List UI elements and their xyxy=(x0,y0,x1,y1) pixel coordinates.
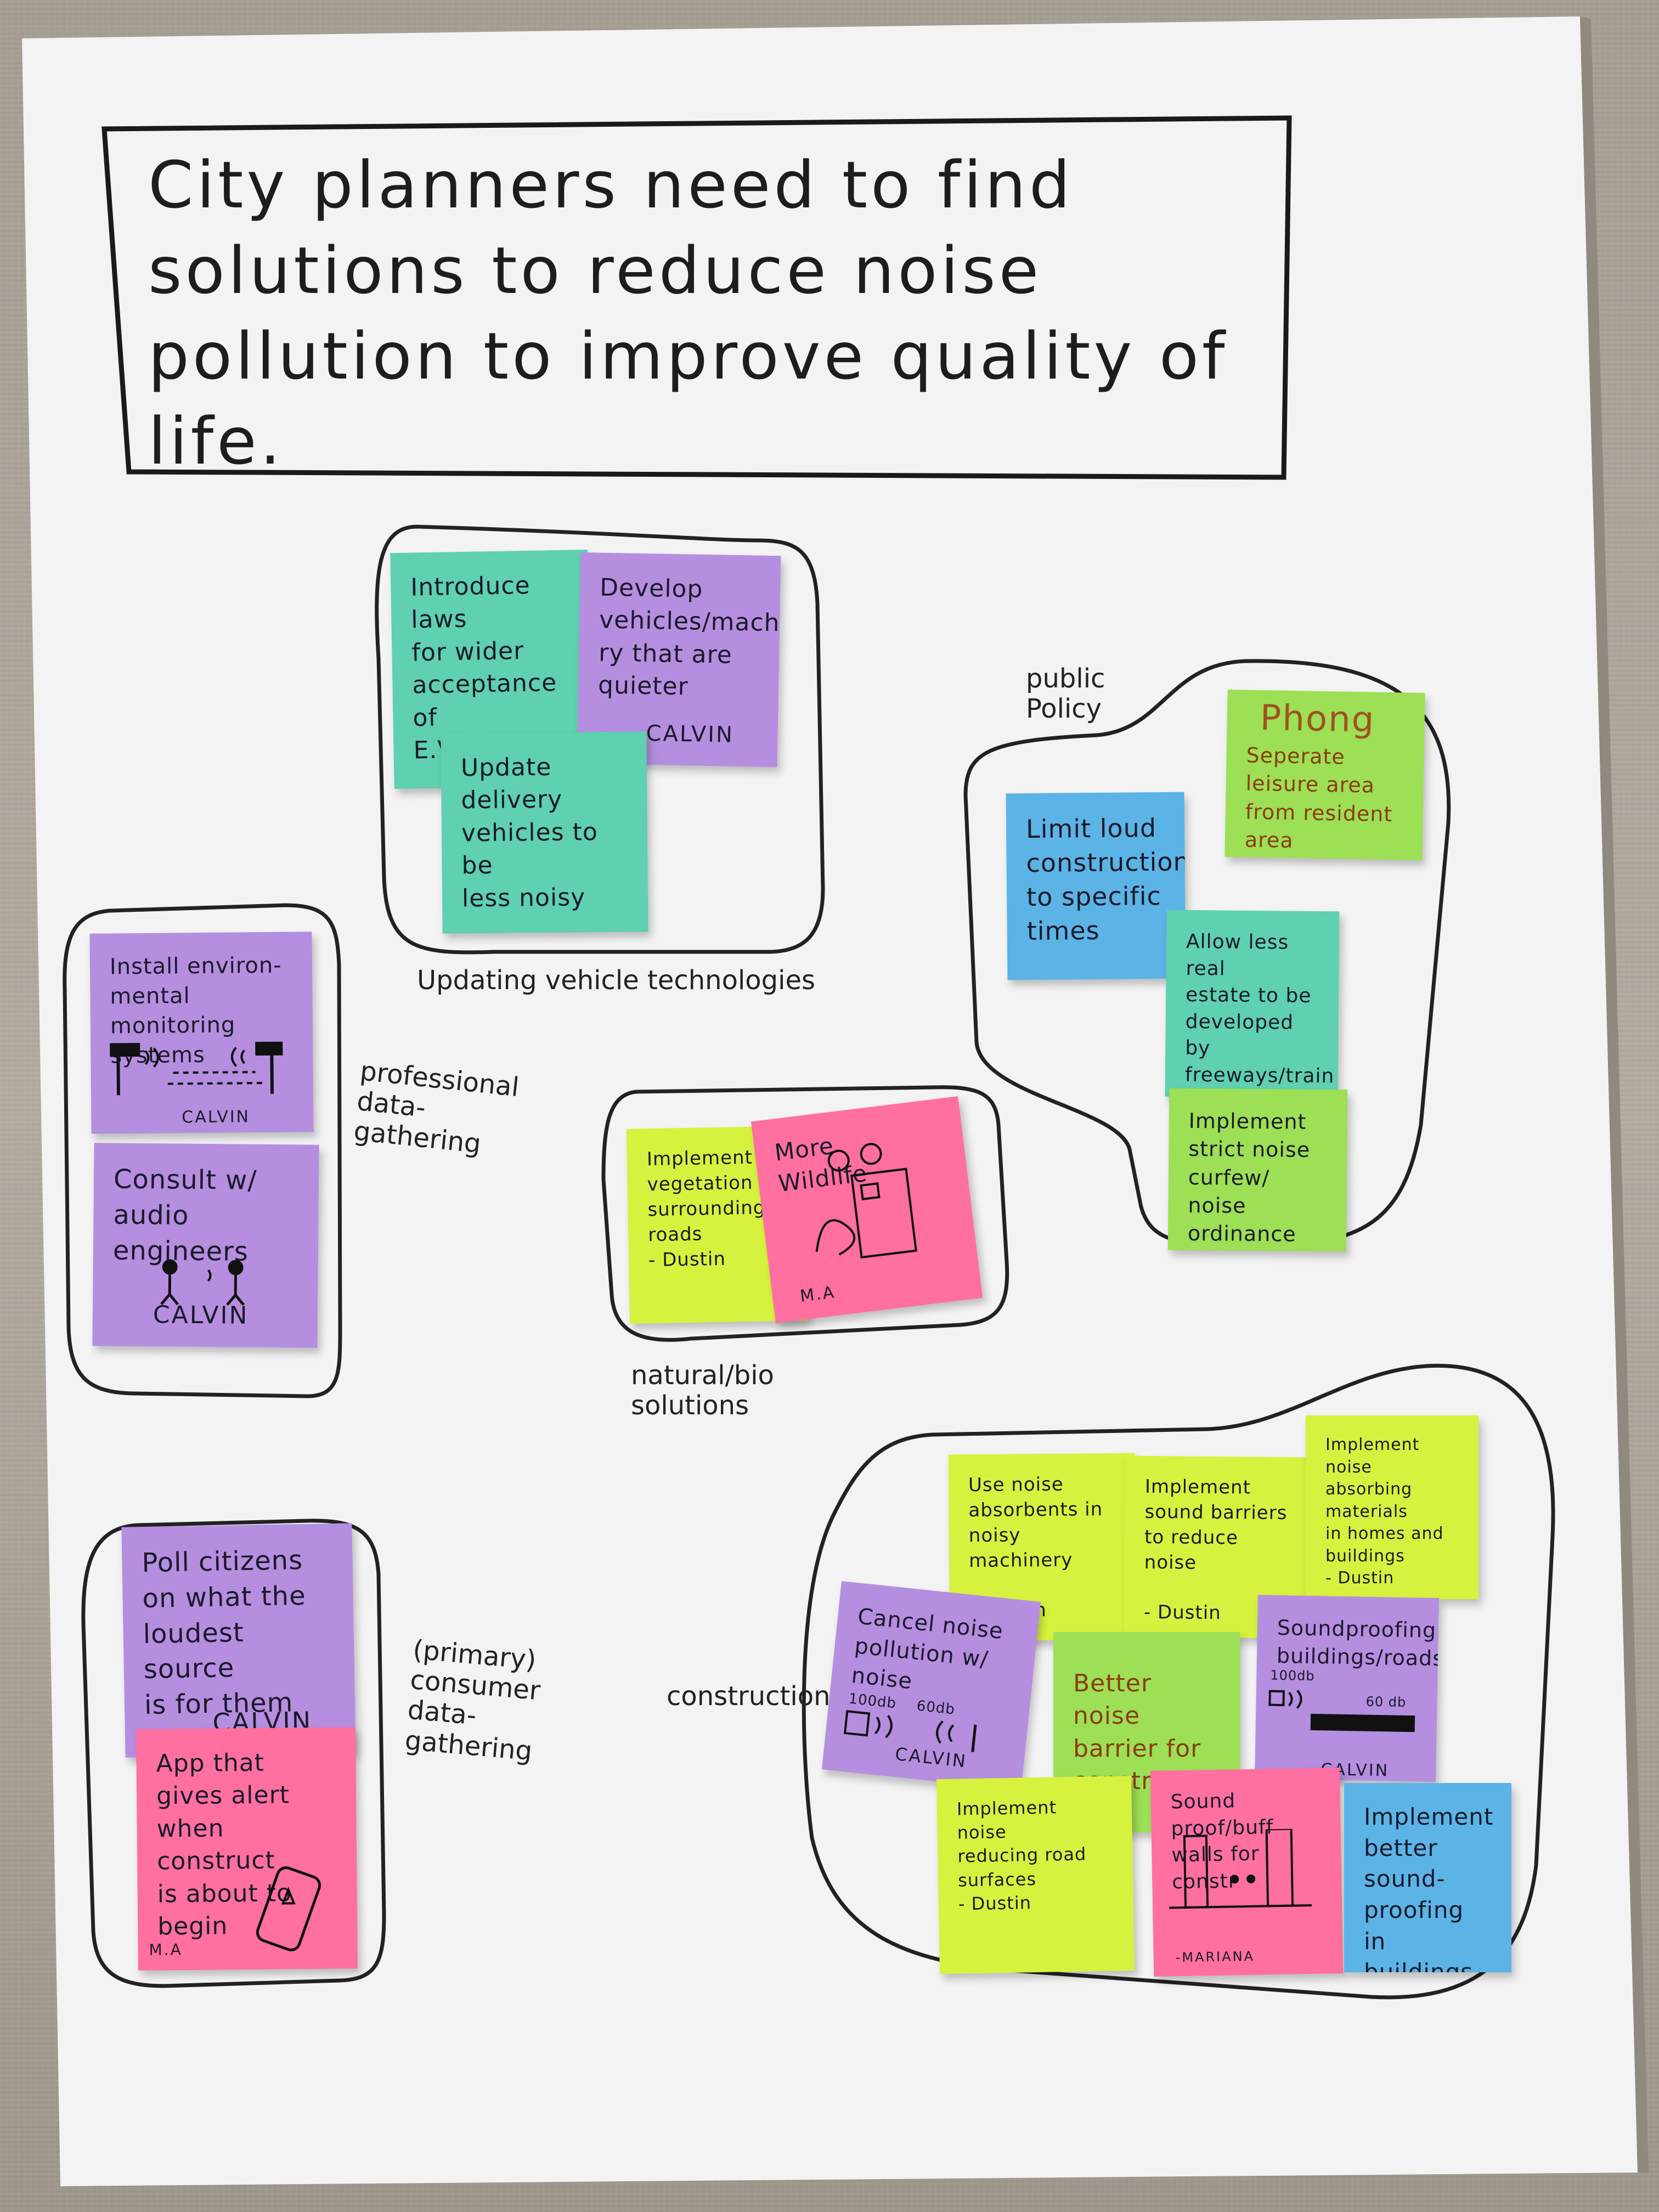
wave-icon xyxy=(843,1710,977,1752)
group-outline-natural xyxy=(601,1085,1009,1342)
note-text: Implement strict noise curfew/ noise ord… xyxy=(1187,1108,1311,1246)
decibel-label-100b: 100db xyxy=(1270,1667,1315,1684)
note-text: Consult w/ audio engineers xyxy=(112,1164,257,1267)
sticky-note-poll-citizens: Poll citizens on what the loudest source… xyxy=(121,1523,356,1758)
group-label-consumer: (primary) consumer data- gathering xyxy=(403,1634,542,1767)
problem-statement: City planners need to find solutions to … xyxy=(148,147,1228,479)
note-text: Update delivery vehicles to be less nois… xyxy=(460,753,599,912)
group-label-vehicle: Updating vehicle technologies xyxy=(417,965,815,996)
note-signature: CALVIN xyxy=(182,1107,251,1127)
note-text: Implement noise reducing road surfaces -… xyxy=(956,1797,1087,1915)
note-signature: M.A xyxy=(149,1940,183,1959)
sticky-note-soundproofing-roads: Soundproofing buildings/roads 100db 60 d… xyxy=(1255,1595,1439,1782)
group-outline-consumer xyxy=(81,1519,386,1988)
note-text: Implement noise absorbing materials in h… xyxy=(1325,1435,1444,1588)
group-outline-professional xyxy=(63,903,342,1398)
sticky-note-limit-construction: Limit loud construction to specific time… xyxy=(1006,792,1186,980)
group-label-natural: natural/bio solutions xyxy=(631,1360,774,1421)
note-text: Limit loud construction to specific time… xyxy=(1025,813,1186,946)
sticky-note-cancel-noise: Cancel noise pollution w/ noise 100db 60… xyxy=(821,1581,1041,1791)
paper-shadow-edge xyxy=(1580,16,1649,2172)
note-signature: M.A xyxy=(799,1282,837,1306)
note-signature: CALVIN xyxy=(153,1300,249,1330)
sticky-note-allow-less: Allow less real estate to be developed b… xyxy=(1165,910,1340,1098)
sticky-note-update-delivery: Update delivery vehicles to be less nois… xyxy=(441,731,648,934)
note-signature: CALVIN xyxy=(646,720,735,748)
sticky-note-app-alert: App that gives alert when construct is a… xyxy=(136,1727,358,1971)
note-text: Allow less real estate to be developed b… xyxy=(1184,930,1335,1098)
note-text: Implement better sound- proofing in buil… xyxy=(1364,1803,1494,1972)
note-text: Cancel noise pollution w/ noise xyxy=(850,1604,1005,1695)
group-outline-construction xyxy=(802,1363,1555,2000)
tree-icon xyxy=(815,1143,917,1259)
group-label-professional: professional data- gathering xyxy=(352,1056,521,1160)
sticky-note-walls: Sound proof/buff walls for constr -MARIA… xyxy=(1150,1768,1344,1977)
microphone-icon xyxy=(110,1041,283,1096)
group-label-construction: construction xyxy=(667,1681,831,1712)
group-label-public-policy: public Policy xyxy=(1026,663,1105,725)
wall-icon xyxy=(1268,1690,1415,1733)
note-signature: Phong xyxy=(1260,697,1375,741)
sticky-note-more-wildlife: More Wildlife M.A xyxy=(751,1096,983,1323)
sticky-note-noise-curfew: Implement strict noise curfew/ noise ord… xyxy=(1167,1088,1348,1252)
group-outline-public-policy xyxy=(963,659,1451,1248)
sticky-note-phong: Phong Seperate leisure area from residen… xyxy=(1224,689,1425,861)
building-icon xyxy=(1169,1828,1312,1909)
note-text: Soundproofing buildings/roads xyxy=(1276,1615,1439,1671)
note-text: Poll citizens on what the loudest source… xyxy=(142,1544,307,1721)
note-signature: -MARIANA xyxy=(1175,1948,1255,1965)
sticky-note-install-monitoring: Install environ- mental monitoring syste… xyxy=(89,932,314,1134)
person-icon xyxy=(160,1259,245,1306)
sticky-note-absorbing-materials: Implement noise absorbing materials in h… xyxy=(1306,1415,1479,1599)
sticky-note-better-soundproofing: Implement better sound- proofing in buil… xyxy=(1344,1783,1511,1972)
note-text: Develop vehicles/machine- ry that are qu… xyxy=(597,573,781,701)
group-outline-vehicle xyxy=(375,524,825,955)
sticky-note-consult-engineers: Consult w/ audio engineers CALVIN xyxy=(92,1143,319,1348)
note-text: Seperate leisure area from resident area xyxy=(1244,743,1393,853)
sticky-note-road-surfaces: Implement noise reducing road surfaces -… xyxy=(936,1775,1135,1974)
problem-statement-frame xyxy=(101,115,1292,480)
phone-icon xyxy=(256,1866,321,1951)
